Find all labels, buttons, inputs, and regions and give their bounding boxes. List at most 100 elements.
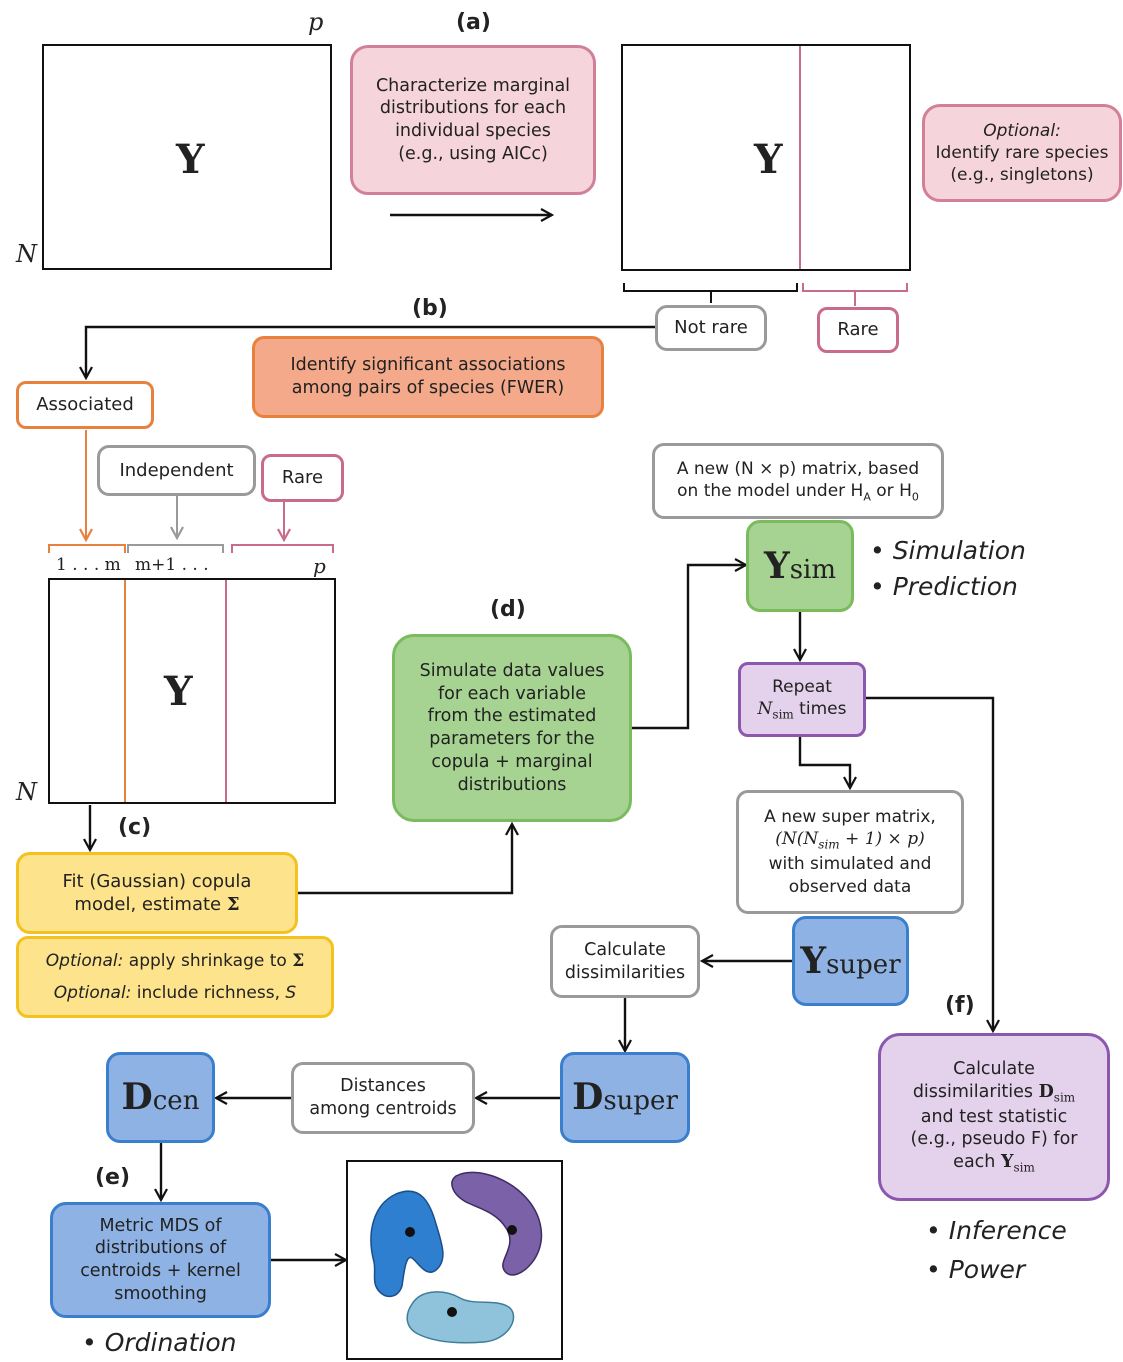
richness-text: include richness, (131, 983, 286, 1003)
arrow-repeat-f (866, 696, 993, 1031)
bullet-prediction: • Prediction (870, 572, 1018, 601)
bracket-independent (127, 544, 224, 553)
blob-blue-centroid (405, 1227, 415, 1237)
bracket-not-rare (623, 283, 798, 303)
calc-f-line-4: (e.g., pseudo F) for (910, 1129, 1078, 1150)
blob-blue-icon (370, 1190, 444, 1298)
or-text: or H (870, 480, 912, 501)
calc-f-line-2: dissimilarities (912, 1081, 1039, 1102)
arrow-fit-simulate (298, 824, 512, 895)
d-sub: sim (1053, 1090, 1076, 1105)
panel-label-c: (c) (118, 815, 152, 840)
ysuper-box: Ysuper (792, 916, 909, 1006)
super-line-2: (N(N (775, 829, 819, 850)
matrix-split-n-label: N (16, 778, 37, 806)
simulate-line-5: copula + marginal (431, 751, 593, 772)
optional-rare-line-1: Identify rare species (935, 142, 1109, 163)
col-label-m1: m+1 . . . (135, 555, 209, 575)
y-sub: sim (1013, 1160, 1035, 1175)
repeat-line-1: Repeat (772, 676, 832, 697)
dsuper-sub: super (603, 1086, 678, 1116)
mds-line-4: smoothing (114, 1283, 207, 1304)
optional-label-1: Optional: (45, 950, 124, 971)
dcen-box: Dcen (106, 1052, 215, 1143)
calculate-dissimilarities-box: Calculate dissimilarities (550, 925, 700, 998)
bracket-rare (802, 283, 908, 306)
mds-box: Metric MDS of distributions of centroids… (50, 1202, 271, 1318)
matrix-y-column-split (48, 578, 336, 804)
not-rare-box: Not rare (655, 305, 767, 351)
new-matrix-box: A new (N × p) matrix, based on the model… (652, 443, 944, 519)
matrix-rare-letter: Y (754, 136, 783, 183)
marginal-line-3: individual species (395, 121, 551, 141)
panel-label-b: (b) (412, 296, 448, 321)
optional-rare-line-2: (e.g., singletons) (950, 165, 1094, 186)
optional-heading: Optional: (983, 120, 1061, 141)
associations-line-2: among pairs of species (FWER) (291, 378, 565, 398)
calc-f-line-3: and test statistic (920, 1106, 1068, 1127)
ordination-plot (346, 1160, 563, 1360)
optional-rare-box: Optional: Identify rare species (e.g., s… (922, 104, 1122, 202)
col-label-1-m: 1 . . . m (56, 555, 121, 575)
dsuper-main: D (572, 1076, 604, 1118)
bullet-ordination: • Ordination (82, 1328, 237, 1357)
simulate-line-4: parameters for the (429, 729, 595, 749)
repeat-times: times (793, 699, 847, 720)
mds-line-3: centroids + kernel (80, 1261, 241, 1281)
arrow-b (86, 325, 655, 378)
repeat-n-sub: sim (772, 707, 794, 722)
new-matrix-line-1: A new (N × p) matrix, based (676, 458, 920, 479)
characterize-marginal-box: Characterize marginal distributions for … (350, 45, 596, 195)
calc-line-2: dissimilarities (564, 962, 686, 983)
panel-label-f: (f) (945, 993, 975, 1018)
blob-light-centroid (447, 1307, 457, 1317)
fit-line-2: model, estimate (74, 894, 227, 915)
repeat-n: N (757, 699, 773, 720)
super-line-2-end: + 1) × p) (839, 829, 925, 850)
associated-divider (124, 580, 126, 802)
ysuper-sub: super (826, 949, 901, 980)
distances-line-1: Distances (340, 1076, 426, 1097)
blob-light-icon (406, 1291, 515, 1344)
panel-label-a: (a) (456, 10, 491, 35)
marginal-line-1: Characterize marginal (375, 75, 571, 96)
blob-purple-centroid (507, 1225, 517, 1235)
mds-line-2: distributions of (94, 1238, 227, 1259)
bracket-associated (48, 544, 126, 553)
ysuper-main: Y (800, 939, 827, 982)
super-matrix-box: A new super matrix, (N(Nsim + 1) × p) wi… (736, 790, 964, 914)
simulate-line-2: for each variable (438, 683, 586, 704)
calc-line-1: Calculate (584, 939, 666, 960)
col-label-p: p (313, 554, 326, 578)
ysim-box: Ysim (746, 520, 854, 612)
bullet-simulation: • Simulation (870, 536, 1026, 565)
identify-associations-box: Identify significant associations among … (252, 336, 604, 418)
bullet-power: • Power (926, 1255, 1026, 1284)
h0-subscript: 0 (911, 490, 919, 504)
rare-box-top: Rare (817, 307, 899, 353)
richness-s: S (285, 983, 297, 1003)
rare-divider-2 (225, 580, 227, 802)
optional-label-2: Optional: (53, 983, 132, 1003)
simulate-line-1: Simulate data values (419, 660, 605, 681)
dsuper-box: Dsuper (560, 1052, 690, 1143)
distances-box: Distances among centroids (291, 1062, 475, 1134)
super-line-3: with simulated and (768, 854, 932, 875)
matrix-y-full (42, 44, 332, 270)
repeat-box: Repeat Nsim times (738, 662, 866, 737)
panel-label-e: (e) (95, 1165, 131, 1190)
associations-line-1: Identify significant associations (290, 355, 566, 376)
distances-line-2: among centroids (309, 1099, 457, 1119)
fit-line-1: Fit (Gaussian) copula (62, 870, 252, 892)
calculate-f-box: Calculate dissimilarities Dsim and test … (878, 1033, 1110, 1201)
ysim-main: Y (763, 544, 790, 587)
bracket-rare-cols (231, 544, 334, 553)
blob-purple-icon (451, 1171, 543, 1276)
dcen-main: D (121, 1076, 153, 1118)
ordination-blobs (370, 1171, 543, 1344)
super-line-2-sub: sim (818, 837, 840, 852)
arrow-simulate-ysim (632, 565, 746, 730)
calc-f-line-1: Calculate (953, 1058, 1035, 1079)
matrix-p-label: p (308, 8, 324, 36)
super-line-1: A new super matrix, (764, 807, 936, 828)
